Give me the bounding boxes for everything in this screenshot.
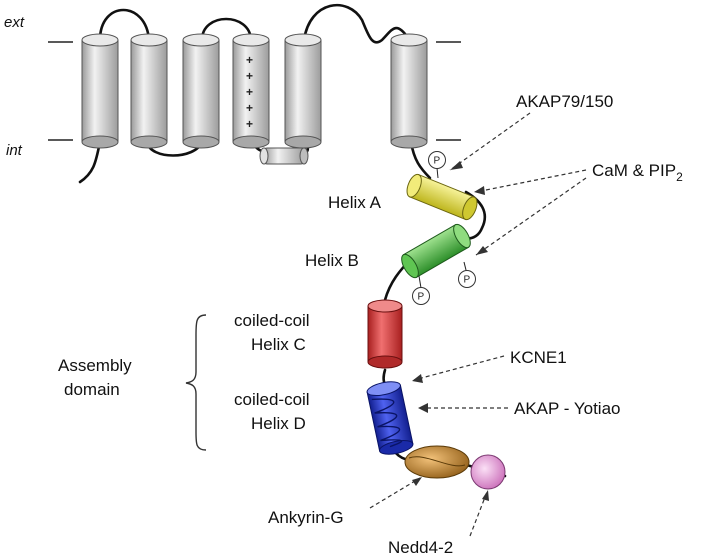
helix-a-label: Helix A [328,193,382,212]
int-label: int [6,142,23,159]
positive-charge: + [246,69,253,83]
tm-helix-s2 [130,33,168,149]
ext-label: ext [4,14,25,31]
interaction-arrows [369,112,587,537]
nedd4-2-binding-domain [470,454,506,490]
phospho-site-label: P [418,292,425,303]
helix-a [406,173,478,221]
phospho-site-label: P [434,156,441,167]
phosphorylation-sites: P P P [412,151,476,305]
assembly-domain-brace [185,314,207,451]
assembly-domain-label-line2: domain [64,380,120,399]
assembly-domain-label-line1: Assembly [58,356,132,375]
cam-pip2-label: CaM & PIP2 [592,161,683,184]
positive-charge: + [246,117,253,131]
helix-b-label: Helix B [305,251,359,270]
transmembrane-helices: + + + + + [81,33,428,165]
positive-charge: + [246,85,253,99]
ankyrin-g-label: Ankyrin-G [268,508,344,527]
akap79-150-label: AKAP79/150 [516,92,613,111]
tm-helix-s1 [81,33,119,149]
positive-charge: + [246,53,253,67]
akap-yotiao-label: AKAP - Yotiao [514,399,621,418]
tm-helix-s6 [390,33,428,149]
helix-c [367,299,403,369]
helix-d-label-line1: coiled-coil [234,390,310,409]
membrane-boundaries [48,41,461,141]
kcne1-label: KCNE1 [510,348,567,367]
tm-helix-s5 [284,33,322,149]
helix-d-label-line2: Helix D [251,414,306,433]
phospho-site-label: P [464,275,471,286]
tm-helix-s4-voltage-sensor: + + + + + [232,33,270,149]
positive-charge: + [246,101,253,115]
helix-d [366,381,414,455]
nedd4-2-label: Nedd4-2 [388,538,453,557]
tm-helix-s3 [182,33,220,149]
helix-c-label-line1: coiled-coil [234,311,310,330]
helix-c-label-line2: Helix C [251,335,306,354]
helix-b [401,223,471,279]
s4-s5-linker-helix [259,147,309,165]
ankyrin-g-binding-domain [404,445,470,479]
